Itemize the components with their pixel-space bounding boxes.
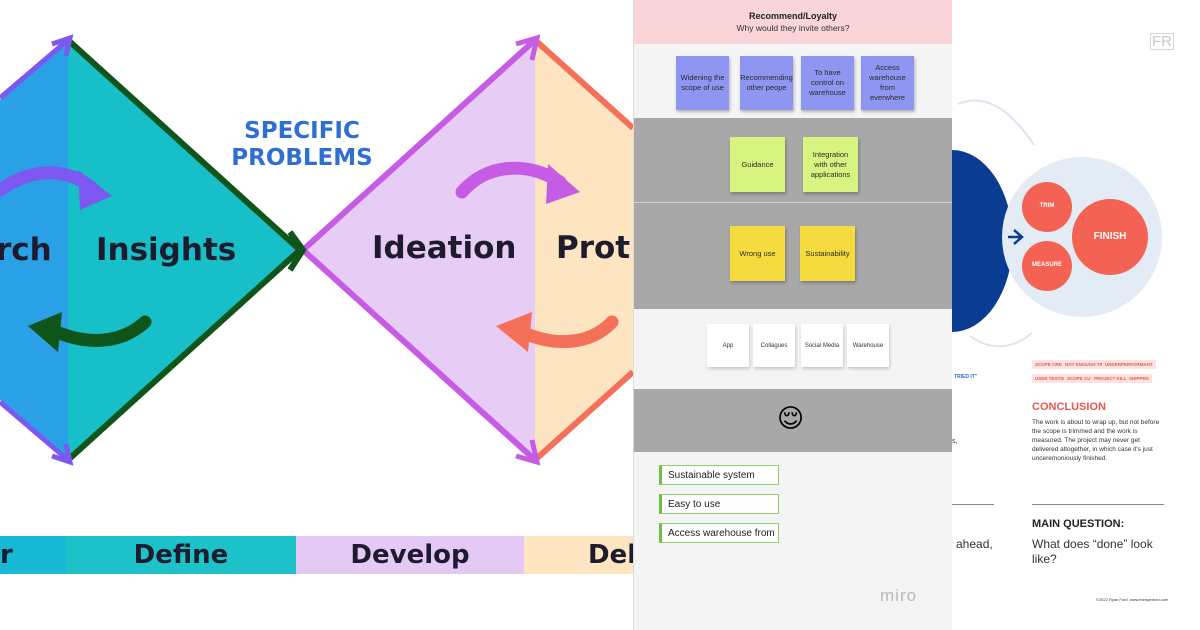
main-question-label: MAIN QUESTION: (1032, 518, 1125, 530)
double-diamond-panel: rch Insights SPECIFIC PROBLEMS Ideation … (0, 34, 633, 574)
miro-board-panel: Recommend/Loyalty Why would they invite … (633, 0, 953, 630)
arrowhead-top-1 (51, 34, 74, 57)
ahead-fragment: ahead, (956, 537, 993, 551)
tag-shipped: SHIPPED (1126, 374, 1152, 383)
tag-scope-cut: SCOPE CUT (1064, 374, 1097, 383)
board-header-title: Recommend/Loyalty (748, 11, 838, 21)
coral-curved-arrow-icon (515, 315, 619, 349)
insights-quadrant (68, 40, 300, 460)
specific-problems-line1: SPECIFIC (244, 118, 360, 144)
insights-label: Insights (96, 232, 237, 268)
card-app[interactable]: App (707, 324, 749, 367)
research-quadrant (0, 40, 68, 460)
trim-label: TRIM (1039, 203, 1055, 209)
tag-project-killed: PROJECT KILLED (1091, 374, 1136, 383)
relieved-face-emoji-icon: 😌 (777, 404, 805, 434)
board-header-subtitle: Why would they invite others? (736, 23, 850, 33)
card-collagues[interactable]: Collagues (753, 324, 795, 367)
tag-user-testing: USER TESTING (1032, 374, 1072, 383)
phase-bar-discover (0, 536, 66, 574)
arrowhead-top-2 (515, 34, 541, 61)
sticky-note-blue[interactable]: Widening the scope of use (676, 56, 729, 110)
phase-develop-label: Develop (350, 540, 470, 570)
green-curved-arrow-icon (45, 315, 152, 347)
sticky-note-yellow[interactable]: Wrong use (730, 226, 785, 281)
diamond1-left-bottom-edge (0, 400, 70, 462)
arrowhead-bottom-2 (515, 439, 541, 466)
prototype-quadrant (535, 40, 633, 460)
coral-arrow-head (496, 312, 532, 352)
sticky-note-lime[interactable]: Guidance (730, 137, 785, 192)
note-easy-to-use[interactable]: Easy to use (659, 494, 779, 514)
finish-label: FINISH (1093, 231, 1127, 242)
main-question-text: What does “done” look like? (1032, 537, 1153, 566)
right-arrow-icon (1008, 229, 1024, 245)
board-header: Recommend/Loyalty Why would they invite … (634, 0, 952, 44)
sticky-note-blue[interactable]: To have control on warehouse (801, 56, 854, 110)
conclusion-title: CONCLUSION (1032, 401, 1106, 413)
prototype-label: Prot (556, 230, 631, 266)
diamond2-right-outline (532, 37, 633, 463)
phase-bar-develop (296, 536, 524, 574)
grey-section-bottom (634, 203, 952, 309)
phase-define-label: Define (133, 540, 229, 570)
ideation-label: Ideation (372, 230, 517, 266)
navy-semicircle (952, 150, 1013, 332)
tag-not-enough-time: NOT ENOUGH TIME (1062, 360, 1111, 369)
finish-diagram (952, 99, 1162, 348)
purple-arrow-head (78, 170, 112, 210)
sticky-note-blue[interactable]: Access warehouse from everwhere (861, 56, 914, 110)
measure-circle (1022, 241, 1072, 291)
phase-bar-deliver (524, 536, 633, 574)
card-social-media[interactable]: Social Media (801, 324, 843, 367)
green-arrow-head (28, 312, 62, 352)
measure-label: MEASURE (1031, 262, 1062, 268)
side-fragment-text: TRIED IT" (954, 374, 978, 380)
arrowhead-bottom-1 (51, 443, 74, 466)
sticky-note-blue[interactable]: Recommending other peope (740, 56, 793, 110)
violet-arrow-head (546, 164, 580, 204)
cycle-arc-bottom (969, 332, 1033, 348)
cycle-arc-top (957, 99, 1035, 146)
ideation-quadrant (303, 40, 535, 460)
sticky-note-yellow[interactable]: Sustainability (800, 226, 855, 281)
miro-watermark: miro (880, 586, 918, 605)
presentation-slide-panel: FR TRIM MEASURE FINISH TRIED IT" SCOPE C… (952, 0, 1200, 630)
phase-bar-define (66, 536, 296, 574)
phase-deliver-label: Del (588, 540, 633, 570)
fr-logo: FR (1150, 33, 1174, 50)
section-divider (634, 202, 952, 203)
note-access-warehouse[interactable]: Access warehouse from (659, 523, 779, 543)
diamond1-left-top-edge (0, 38, 70, 100)
sticky-note-lime[interactable]: Integration with other applications (803, 137, 858, 192)
side-comma-fragment: s, (952, 438, 958, 445)
double-diamond-diagram (0, 34, 633, 574)
divider-left (952, 504, 994, 505)
note-sustainable-system[interactable]: Sustainable system (659, 465, 779, 485)
slide-footer: ©2022 Ryan Ford. www.theryanford.com (1096, 597, 1169, 602)
finish-circle (1072, 199, 1148, 275)
card-warehouse[interactable]: Warehouse (847, 324, 889, 367)
trim-circle (1022, 182, 1072, 232)
arrowhead-middle (287, 230, 307, 272)
conclusion-body: The work is about to wrap up, but not be… (1032, 419, 1160, 462)
divider-right (1032, 504, 1164, 505)
tag-scope-creep: SCOPE CREEP (1032, 360, 1071, 369)
specific-problems-line2: PROBLEMS (231, 145, 373, 171)
grey-emoji-section (634, 389, 952, 452)
research-label: rch (0, 232, 52, 268)
tag-underperformant: UNDERPERFORMANT (1102, 360, 1156, 369)
grey-section-top (634, 118, 952, 202)
phase-discover-label: r (0, 540, 13, 570)
specific-problems-heading: SPECIFIC PROBLEMS (222, 118, 382, 172)
